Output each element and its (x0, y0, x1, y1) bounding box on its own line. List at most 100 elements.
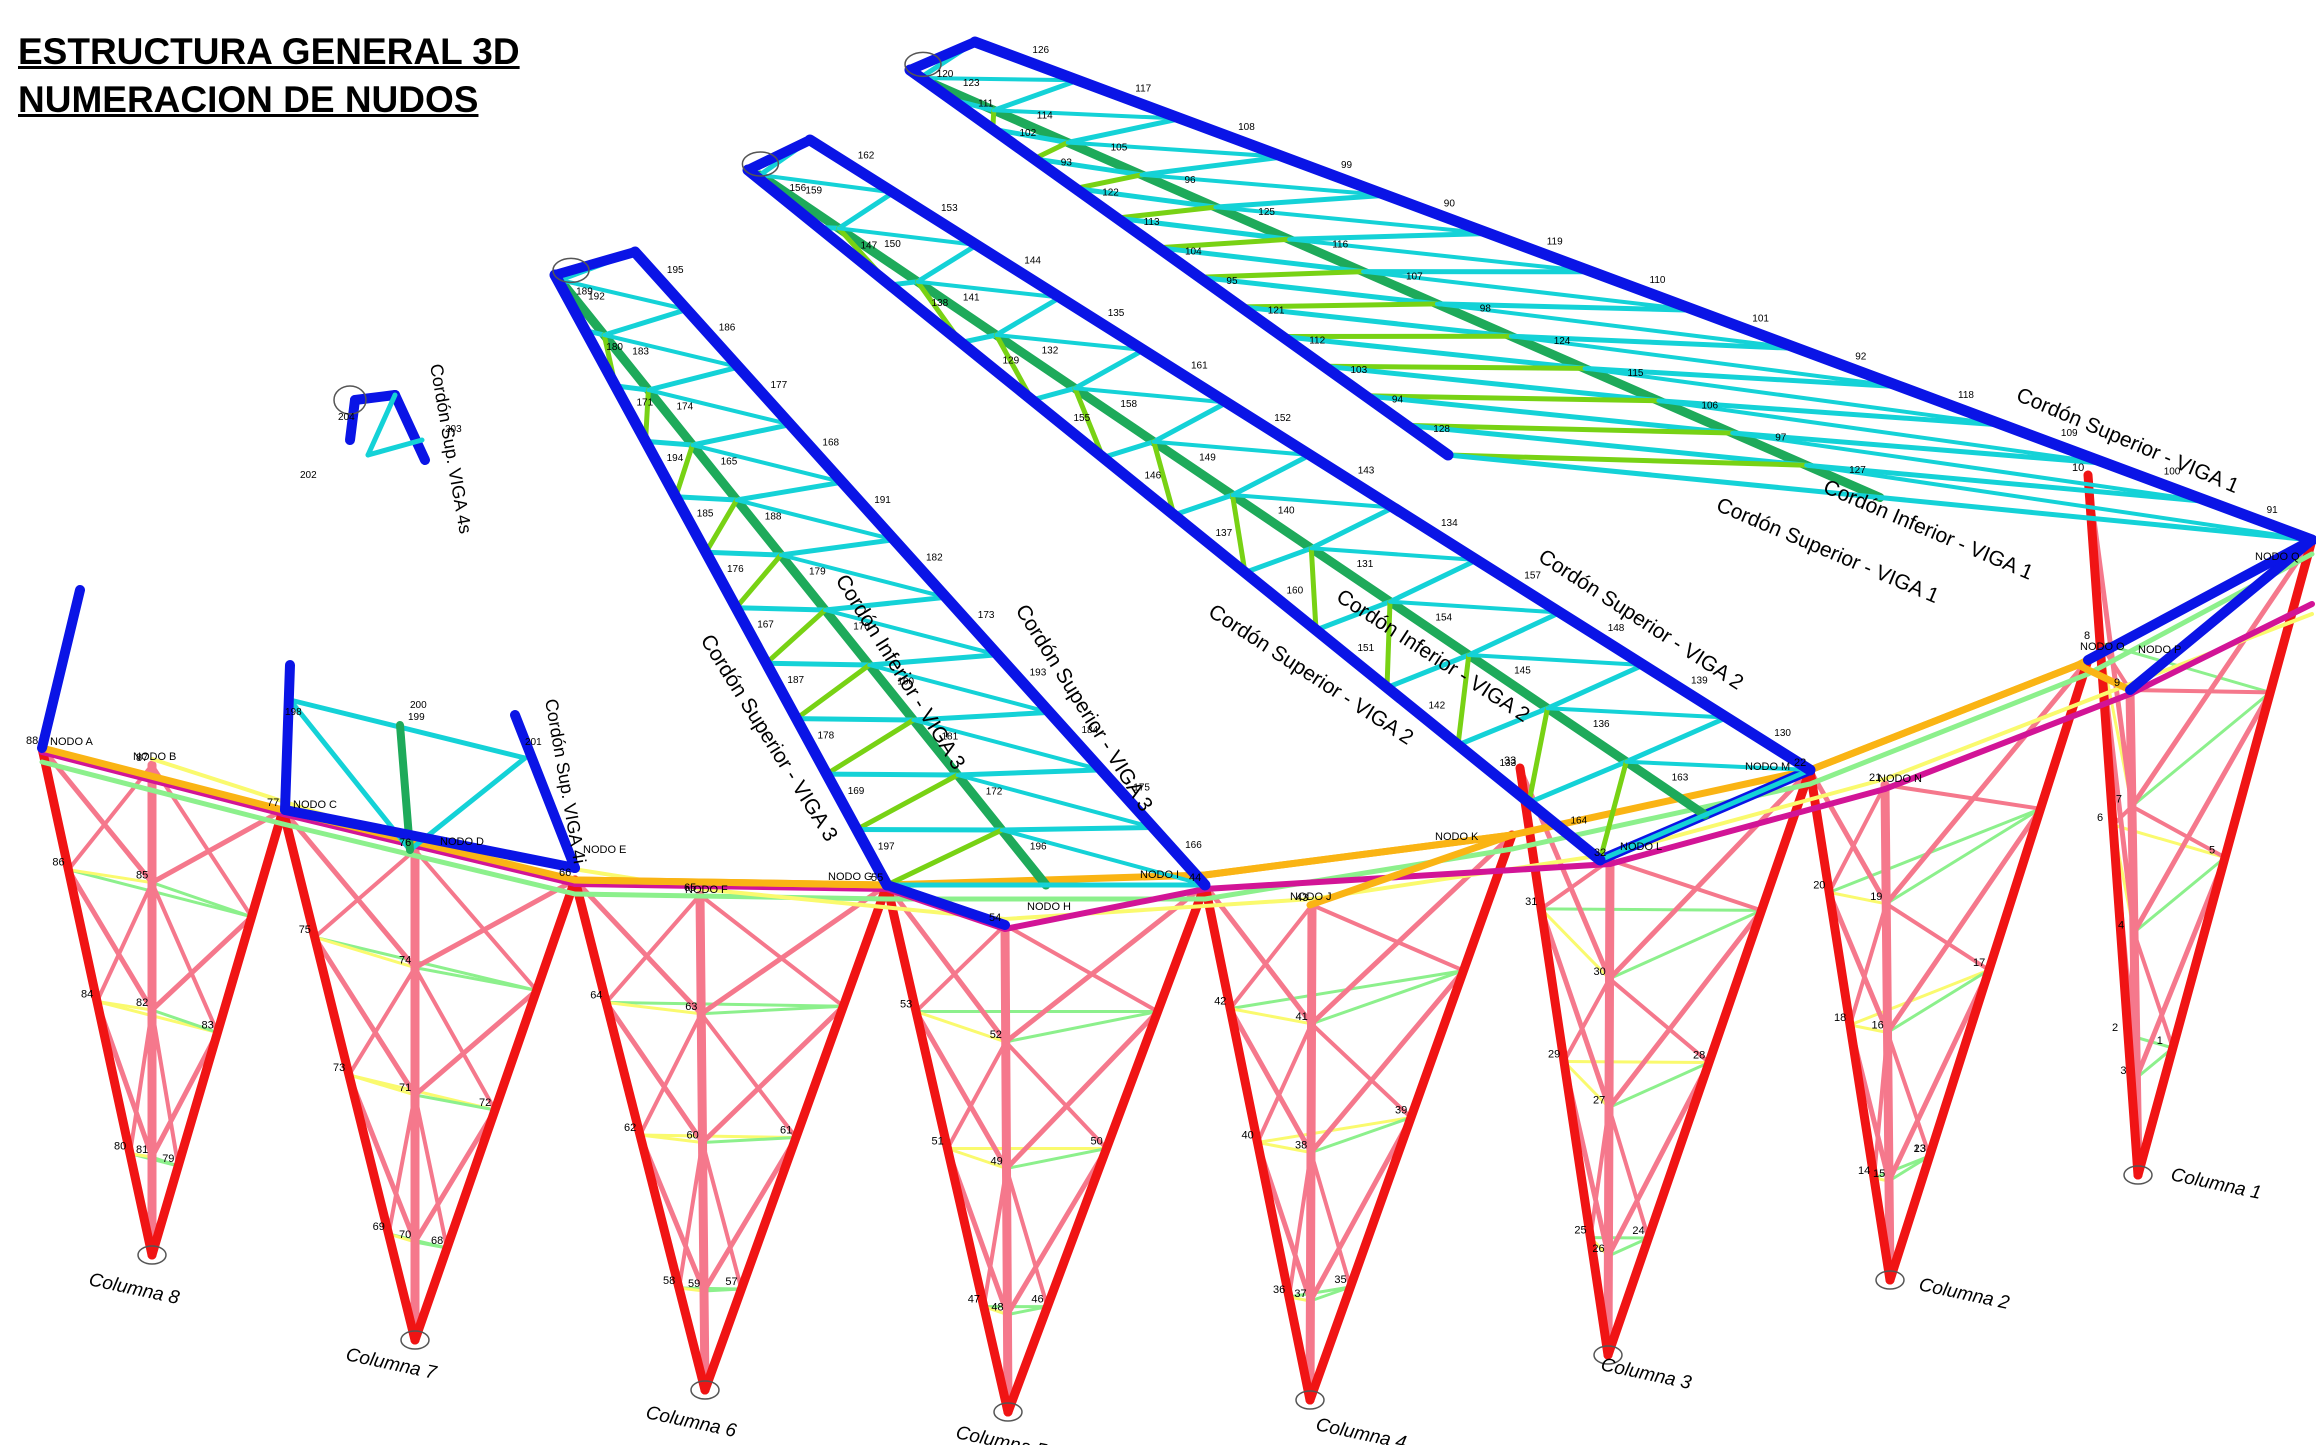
viga-1-web (1286, 231, 1492, 242)
column-2-horizontal (1887, 1154, 1932, 1183)
viga2-node-number: 147 (861, 240, 878, 251)
viga-1-diagonal (918, 76, 1080, 83)
column-4-horizontal (1256, 1116, 1413, 1144)
column-5-diagonal (1003, 882, 1208, 1045)
viga2-node-number: 139 (1691, 675, 1708, 686)
viga1-node-number: 91 (2267, 505, 2279, 516)
viga-1-web (1280, 334, 1588, 371)
viga-1-diagonal (1508, 334, 1903, 389)
viga-1-web (1238, 304, 1514, 339)
viga2-node-number: 133 (1500, 758, 1517, 769)
viga-2-web (1466, 610, 1563, 658)
viga-2-diagonal (1388, 599, 1562, 615)
column-5-node-number: 53 (900, 999, 912, 1011)
viga-3-diagonal (911, 718, 1104, 772)
viga-3-diagonal (955, 773, 1156, 830)
viga-1-web (1073, 186, 1218, 210)
viga-1-web (1197, 274, 1440, 307)
column-8-node-number: 80 (114, 1141, 126, 1153)
column-6-horizontal (604, 1000, 845, 1008)
viga-2-diagonal (1624, 759, 1812, 772)
column-5-diagonal (1003, 1039, 1109, 1151)
viga2-node-number: 132 (1042, 346, 1059, 357)
nodo-label: NODO I (1140, 869, 1179, 881)
viga2-node-number: 149 (1199, 452, 1216, 463)
viga-4i-post (510, 710, 580, 873)
column-7-horizontal (413, 966, 539, 992)
viga3-node-number: 176 (727, 564, 744, 575)
viga-2-diagonal (1151, 439, 1312, 457)
column-4-leg (1305, 830, 1517, 1405)
column-2-diagonal (1826, 889, 1890, 1035)
viga-2-web (1308, 505, 1396, 551)
viga2-node-number: 153 (941, 203, 958, 214)
column-8-diagonal (149, 914, 255, 1013)
viga-2-diagonal (836, 226, 979, 247)
column-3-diagonal (1607, 1105, 1651, 1240)
column-4-horizontal (1310, 969, 1465, 1026)
column-5-horizontal (946, 1147, 1008, 1170)
viga3-node-number: 196 (1030, 842, 1047, 853)
column-1-node-number: 4 (2118, 920, 2124, 932)
viga1-node-number: 93 (1061, 158, 1073, 169)
viga-3-diagonal (558, 278, 689, 312)
viga2-node-number: 157 (1524, 570, 1541, 581)
viga4-node-number: 203 (445, 424, 462, 435)
viga-2-diagonal (1072, 385, 1106, 460)
column-8-diagonal (66, 763, 154, 872)
column-4-label: Columna 4 (1314, 1414, 1408, 1445)
column-5-diagonal (1004, 1166, 1050, 1309)
column-2-diagonal (1827, 783, 1887, 895)
column-3-horizontal (1562, 1060, 1711, 1064)
viga3-node-number: 179 (809, 567, 826, 578)
column-6-node-number: 66 (559, 867, 571, 879)
ring-beam-magenta (572, 881, 890, 892)
viga-1-top-chord (2083, 535, 2316, 665)
viga-1-diagonal (1155, 236, 1292, 251)
viga-3-top-chord (550, 247, 640, 280)
column-1-node-number: 9 (2114, 677, 2120, 689)
column-7-diagonal (280, 807, 418, 971)
viga3-node-number: 193 (1030, 668, 1047, 679)
column-5-horizontal (1005, 1147, 1108, 1170)
column-1-leg (2133, 535, 2316, 1180)
column-6-node-number: 65 (684, 882, 696, 894)
column-5-horizontal (914, 1010, 1008, 1044)
viga-3-web (645, 364, 742, 393)
nodo-label: NODO N (1878, 773, 1922, 785)
column-5-leg (1003, 880, 1210, 1417)
viga-3-top-chord (882, 880, 1010, 930)
viga-1-diagonal (1238, 301, 1440, 310)
viga-2-web (1072, 347, 1146, 391)
viga-3-diagonal (884, 827, 1005, 888)
viga-1-diagonal (1582, 366, 2006, 428)
column-7-node-number: 69 (373, 1221, 385, 1233)
viga-3-web (854, 827, 1005, 833)
drawing-title: ESTRUCTURA GENERAL 3D NUMERACION DE NUDO… (18, 28, 520, 124)
column-2-diagonal (1848, 901, 1889, 1027)
column-3-diagonal (1607, 976, 1711, 1065)
column-7-leg (278, 805, 420, 1345)
column-6-horizontal (604, 1000, 703, 1016)
column-2-node-number: 15 (1873, 1168, 1885, 1180)
column-6-node-number: 62 (624, 1122, 636, 1134)
viga-3-diagonal (778, 553, 948, 600)
viga2-node-number: 140 (1278, 506, 1295, 517)
column-7-node-number: 71 (399, 1082, 411, 1094)
viga-1-web (1445, 452, 1883, 500)
ring-beam-inner (1310, 852, 1612, 901)
viga-1-diagonal (1031, 140, 1071, 162)
column-4-diagonal (1202, 882, 1314, 1027)
viga3-node-number: 173 (978, 610, 995, 621)
column-7-label: Columna 7 (344, 1344, 440, 1384)
ring-beam-magenta (1607, 786, 1888, 867)
column-3-node-number: 27 (1593, 1095, 1605, 1107)
column-1-node-number: 2 (2112, 1022, 2118, 1034)
column-7-node-number: 77 (267, 797, 279, 809)
viga-1-web (1508, 333, 1801, 351)
viga-2-diagonal (1545, 706, 1729, 720)
column-6-horizontal (638, 1133, 798, 1139)
viga1-node-number: 111 (978, 98, 994, 109)
viga-2-top-chord (742, 164, 1606, 866)
